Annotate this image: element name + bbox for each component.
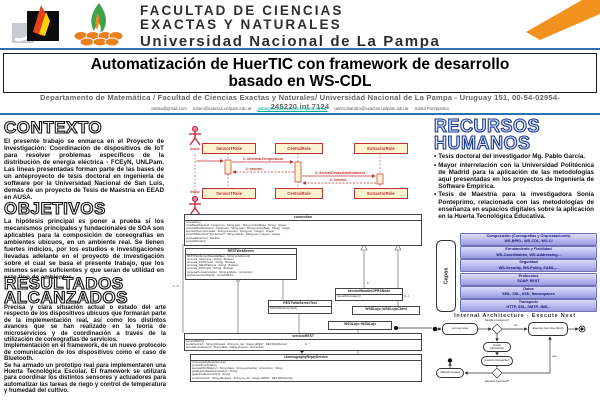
contexto-heading: CONTEXTO <box>3 118 103 137</box>
lifeline-extractorrole-bottom: ExtractorRole <box>354 188 408 199</box>
seq-message-3: 3: ActivarDesactivarExtractor <box>314 171 366 175</box>
lifeline-sensortrole-bottom: SensorTRole <box>202 188 256 199</box>
class-serviciorest-title: servicioREST <box>185 334 421 340</box>
corner-orange-stripe <box>526 0 600 40</box>
actor-inicio-bottom-icon <box>189 196 201 216</box>
resultados-paragraph-3: Se ha armado un prototipo real para impl… <box>4 362 166 395</box>
fcen-flame-logo <box>73 3 124 47</box>
resultados-paragraph-1: Precisa y clara situación actual o estad… <box>4 305 166 344</box>
poster-title: Automatización de HuerTIC con framework … <box>90 56 510 90</box>
title-box: Automatización de HuerTIC con framework … <box>3 53 597 93</box>
body-divider <box>0 113 600 115</box>
uml-diagrams-panel: Inicio SensorTRole CentralRole Extractor… <box>168 116 432 400</box>
bullet-item: • Tesis doctoral del investigador Mg. Pa… <box>434 153 586 160</box>
activity-no-label: no <box>514 323 518 327</box>
class-restwebservertest: RESTWebServerTest RESTWebServerTest() <box>268 300 332 314</box>
class-choreographyservice-title: choreographyReplyService <box>191 355 421 361</box>
activity-create-transaction: create transaction <box>483 342 511 352</box>
email-pablogarcia-link[interactable]: pablogarcia@exactas.unlpam.edu.ar <box>257 105 328 111</box>
university-name: Universidad Nacional de La Pampa <box>140 33 441 50</box>
lifeline-extractorrole-top: ExtractorRole <box>354 143 408 154</box>
contexto-body: El presente trabajo se enmarca en el Pro… <box>4 138 164 201</box>
activity-execute-transaction: execute transaction <box>481 356 513 366</box>
class-connection: connection connection() crearBaseDatos(u… <box>184 214 422 246</box>
contact-name: Sonia Ponteprimo <box>414 105 449 111</box>
recursos-heading-line2: HUMANOS <box>433 133 531 153</box>
multiplicity-label: 0..1 <box>404 294 410 298</box>
bullet-item: • Tesis de Maestría para la investigador… <box>434 191 595 220</box>
bullet-icon: • <box>434 161 437 169</box>
class-choreographyservice: choreographyReplyService choreographyRep… <box>190 354 422 382</box>
multiplicity-label: 1..1* <box>173 284 180 288</box>
layer-enrutamiento: Enrutamiento y Fiabilidad WS-Coordinatio… <box>460 246 597 260</box>
capas-side-box: Capas <box>436 240 456 312</box>
faculty-name-line1: FACULTAD DE CIENCIAS <box>140 3 344 18</box>
seq-message-4: 4: retorno <box>329 178 347 182</box>
class-restwebservertest-title: RESTWebServerTest <box>269 301 331 307</box>
class-wsdlclient-title: WSDLujs::WSDLujsClient <box>365 307 407 311</box>
resultados-body: Precisa y clara situación actual o estad… <box>4 305 166 395</box>
layer-protocolos: Protocolos SOAP, REST <box>460 272 597 286</box>
recursos-bullet-list: • Tesis doctoral del investigador Mg. Pa… <box>434 153 594 221</box>
class-wsdlclient: WSDLujs::WSDLujsClient <box>352 306 420 315</box>
lifeline-centralrole-bottom: CentralRole <box>275 188 323 199</box>
resultados-heading-line1: RESULTADOS <box>3 274 124 293</box>
email-ruben: ruben@exactas.unlpam.edu.ar <box>192 105 252 111</box>
activity-diagram-lines <box>432 323 586 379</box>
right-column: RECURSOS HUMANOS • Tesis doctoral del in… <box>432 116 598 400</box>
objetivos-heading: OBJETIVOS <box>3 199 106 218</box>
actor-inicio-bottom-label: Inicio <box>190 190 200 194</box>
unlpam-flame-logo <box>12 5 59 43</box>
layer-datos: Datos XML, XSL, XSD, Namespaces <box>460 285 597 299</box>
activity-rollback-request: rollback request <box>436 368 464 378</box>
resultados-paragraph-2: Implementación en el framework, de un nu… <box>4 343 166 363</box>
actor-inicio-top-label: Inicio <box>190 147 200 151</box>
objetivos-body: La hipótesis principal es poner a prueba… <box>4 218 164 281</box>
class-servicehandler: serviceHandlerGPRSNode isLoadParameters(… <box>335 288 403 301</box>
seq-message-2: 2: retorno <box>245 167 263 171</box>
class-wsdl: WSDLujs::WSDLujs <box>328 321 392 330</box>
activity-execute-next-step: Execute next step (End) <box>528 322 568 336</box>
affiliation-line: Departamento de Matemática / Facultad de… <box>40 93 560 111</box>
lifeline-centralrole-top: CentralRole <box>275 143 323 154</box>
class-servicehandler-title: serviceHandlerGPRSNode <box>336 289 402 295</box>
class-restwebserver-title: RESTWebServer <box>186 249 296 255</box>
bullet-icon: • <box>434 153 437 160</box>
layer-transporte: Transporte HTTP, SSL, SMTP, JMS... <box>460 299 597 312</box>
activity-yes-label: yes <box>552 354 557 358</box>
contact-emails: otesta@gmail.com ruben@exactas.unlpam.edu… <box>0 106 600 111</box>
multiplicity-label: 5 <box>367 281 369 285</box>
lifeline-sensortrole-top: SensorTRole <box>202 143 256 154</box>
seq-message-1: 1: informarTemperatura <box>242 157 284 161</box>
recursos-heading-line1: RECURSOS <box>433 116 541 136</box>
email-castro: castro.leandro@exactas.unlpam.edu.ar <box>333 105 409 111</box>
activity-set-next-step: set next step <box>442 323 478 335</box>
bullet-item: • Mayor interrelación con la Universidad… <box>434 161 594 190</box>
layer-seguridad: Seguridad WS-Security, WS-Policy, SAML,.… <box>460 259 597 273</box>
class-serviciorest: servicioREST servicioREST() enviarGet(ve… <box>184 333 422 351</box>
class-wsdl-title: WSDLujs::WSDLujs <box>343 322 377 326</box>
resultados-heading-line2: ALCANZADOS <box>3 288 128 307</box>
header-divider <box>0 47 600 50</box>
class-connection-title: connection <box>185 215 421 221</box>
bullet-icon: • <box>434 191 437 199</box>
faculty-name-line2: EXACTAS Y NATURALES <box>140 17 342 32</box>
activity-decision-aborted-label: aborted executed? <box>485 379 509 383</box>
layer-composicion: Composición (Coreografías y Orquestacion… <box>460 233 597 246</box>
class-restwebserver: RESTWebServer RESTWebServer(BaseDatBase … <box>185 248 297 280</box>
activity-decision-handle-label: handle procedure? <box>484 318 510 322</box>
activity-diagram-caption: Internal Architecture - Execute Next <box>454 313 576 319</box>
multiplicity-label: 0..* <box>305 342 310 346</box>
actor-inicio-top-icon <box>189 126 201 146</box>
email-otesta: otesta@gmail.com <box>151 105 187 111</box>
